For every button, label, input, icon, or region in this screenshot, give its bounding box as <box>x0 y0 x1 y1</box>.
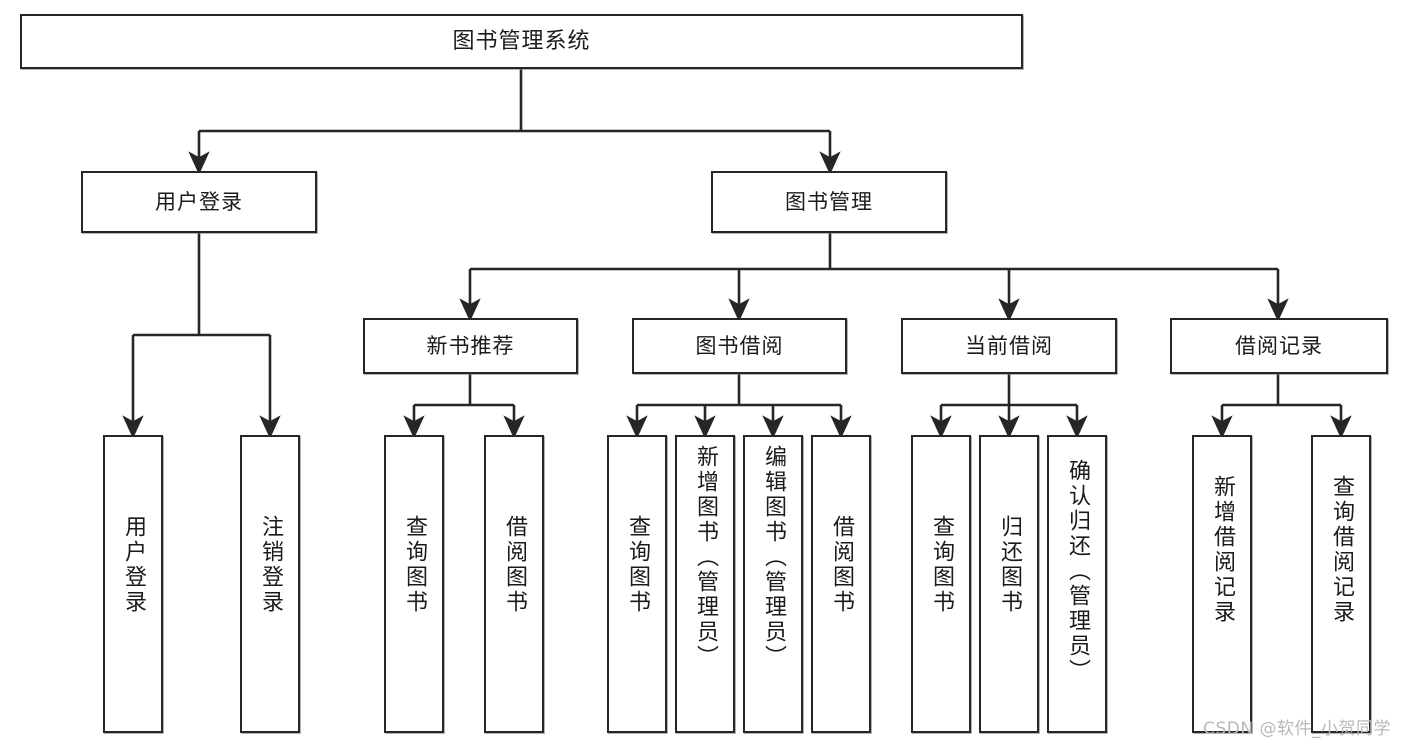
node-borrow-records[interactable]: 借阅记录 <box>1170 318 1388 374</box>
node-label: 图书借阅 <box>695 333 784 358</box>
node-label: 查询图书 <box>625 515 650 615</box>
node-label: 当前借阅 <box>965 333 1053 358</box>
node-label: 归还图书 <box>997 515 1022 615</box>
node-label: 编辑图书（管理员） <box>761 445 786 670</box>
node-book-borrowing[interactable]: 图书借阅 <box>632 318 847 374</box>
node-leaf-add-book-admin[interactable]: 新增图书（管理员） <box>675 435 735 733</box>
node-leaf-user-login[interactable]: 用户登录 <box>103 435 163 733</box>
node-label: 用户登录 <box>121 515 146 615</box>
node-label: 确认归还（管理员） <box>1065 459 1090 684</box>
csdn-watermark: CSDN @软件_小贺同学 <box>1203 719 1391 739</box>
node-root-book-management-system[interactable]: 图书管理系统 <box>20 14 1023 69</box>
node-book-management[interactable]: 图书管理 <box>711 171 947 233</box>
node-label: 借阅记录 <box>1235 333 1323 358</box>
node-label: 借阅图书 <box>829 515 854 615</box>
node-label: 查询图书 <box>402 515 427 615</box>
node-leaf-logout[interactable]: 注销登录 <box>240 435 300 733</box>
node-leaf-edit-book-admin[interactable]: 编辑图书（管理员） <box>743 435 803 733</box>
node-label: 注销登录 <box>258 515 283 615</box>
node-label: 查询图书 <box>929 515 954 615</box>
node-leaf-return-book[interactable]: 归还图书 <box>979 435 1039 733</box>
node-label: 用户登录 <box>155 189 243 214</box>
node-leaf-query-borrow-record[interactable]: 查询借阅记录 <box>1311 435 1371 733</box>
node-current-borrowing[interactable]: 当前借阅 <box>901 318 1117 374</box>
node-leaf-borrow-book-newbook[interactable]: 借阅图书 <box>484 435 544 733</box>
node-label: 图书管理 <box>785 189 873 214</box>
node-leaf-borrow-book[interactable]: 借阅图书 <box>811 435 871 733</box>
node-label: 查询借阅记录 <box>1329 475 1354 625</box>
node-leaf-query-book-newbook[interactable]: 查询图书 <box>384 435 444 733</box>
node-leaf-query-book-current[interactable]: 查询图书 <box>911 435 971 733</box>
node-leaf-query-book-borrow[interactable]: 查询图书 <box>607 435 667 733</box>
node-label: 借阅图书 <box>502 515 527 615</box>
node-label: 图书管理系统 <box>452 28 591 54</box>
node-new-book-recommendation[interactable]: 新书推荐 <box>363 318 578 374</box>
node-label: 新书推荐 <box>426 333 515 358</box>
node-label: 新增图书（管理员） <box>693 445 718 670</box>
node-leaf-confirm-return-admin[interactable]: 确认归还（管理员） <box>1047 435 1107 733</box>
node-label: 新增借阅记录 <box>1210 475 1235 625</box>
node-user-login[interactable]: 用户登录 <box>81 171 317 233</box>
node-leaf-add-borrow-record[interactable]: 新增借阅记录 <box>1192 435 1252 733</box>
